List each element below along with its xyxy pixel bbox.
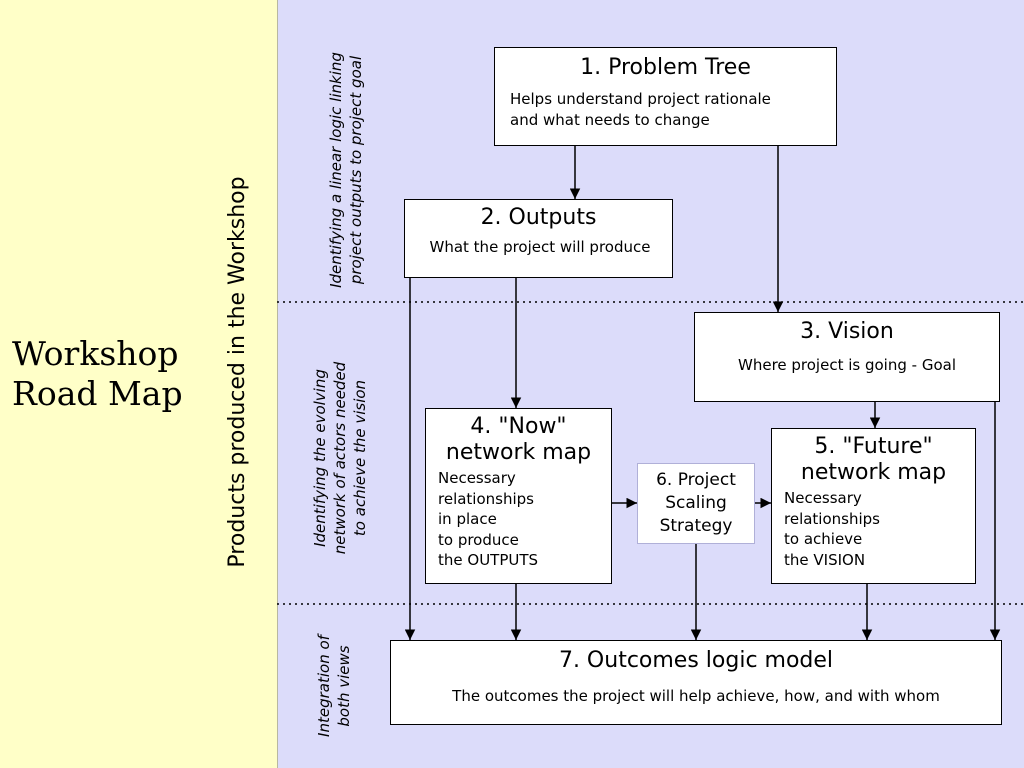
outputs-title: 2. Outputs: [480, 205, 597, 230]
outputs-description: What the project will produce: [429, 238, 651, 256]
outcomes-logic-model-description: The outcomes the project will help achie…: [452, 687, 940, 705]
problem-tree-description: Helps understand project rationale and w…: [510, 90, 771, 129]
vision-title: 3. Vision: [800, 319, 894, 344]
future-network-map-description: Necessary relationships to achieve the V…: [784, 489, 880, 569]
now-network-map-box: 4. "Now" network map Necessary relations…: [425, 408, 612, 584]
outcomes-logic-model-title: 7. Outcomes logic model: [558, 648, 834, 673]
now-network-map-description: Necessary relationships in place to prod…: [438, 469, 539, 569]
outputs-box: 2. Outputs What the project will produce: [404, 199, 673, 278]
scaling-strategy-title: 6. Project Scaling Strategy: [656, 470, 736, 536]
problem-tree-box: 1. Problem Tree Helps understand project…: [494, 47, 837, 146]
vision-description: Where project is going - Goal: [738, 356, 956, 374]
road-map-title: Workshop Road Map: [12, 334, 183, 413]
left-panel: Workshop Road Map: [0, 0, 278, 768]
problem-tree-title: 1. Problem Tree: [580, 55, 751, 80]
future-network-map-title: 5. "Future" network map: [800, 434, 947, 485]
outcomes-logic-model-box: 7. Outcomes logic model The outcomes the…: [390, 640, 1002, 725]
scaling-strategy-box: 6. Project Scaling Strategy: [637, 463, 755, 544]
now-network-map-title: 4. "Now" network map: [445, 414, 592, 465]
future-network-map-box: 5. "Future" network map Necessary relati…: [771, 428, 976, 584]
vision-box: 3. Vision Where project is going - Goal: [694, 312, 1000, 402]
